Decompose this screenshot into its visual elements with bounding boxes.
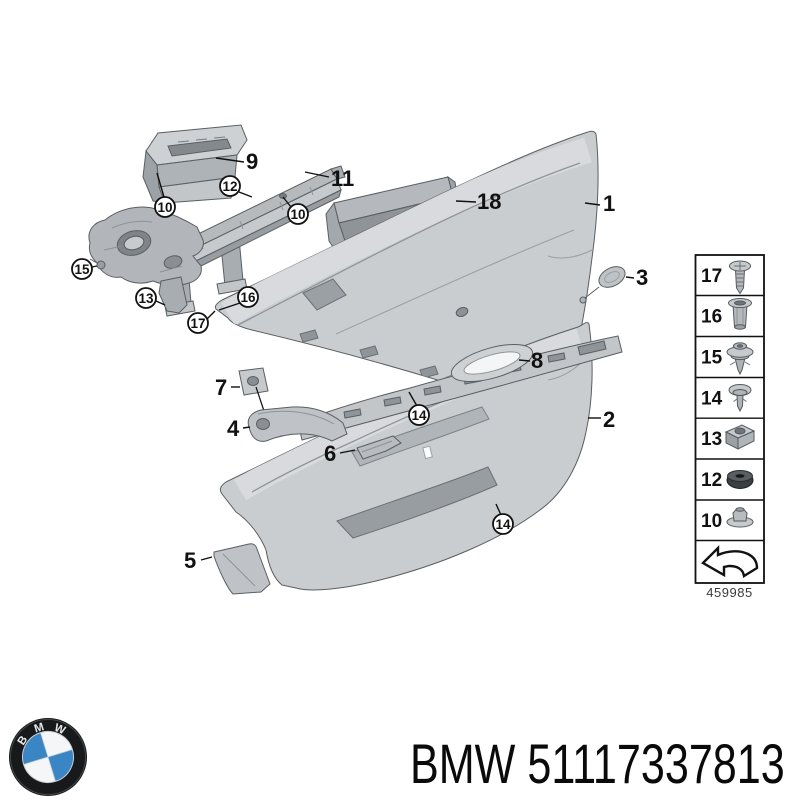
circled-callouts (71, 175, 514, 535)
part-5-corner-protector (213, 543, 271, 595)
logo-letter-w: W (52, 722, 67, 737)
screw-icon (729, 260, 751, 295)
part-1-bumper-panel (214, 130, 599, 416)
retainer-clip-icon (726, 342, 754, 376)
legend-label-10: 10 (701, 511, 722, 532)
callout-leader-lines (91, 157, 635, 561)
callout-8: 8 (531, 348, 543, 373)
plastic-nut-icon (726, 507, 754, 528)
direction-arrow-icon (701, 545, 759, 578)
cage-nut-icon (724, 424, 756, 450)
callout-16: 16 (240, 290, 256, 305)
callout-2: 2 (603, 407, 615, 432)
callout-3: 3 (636, 265, 648, 290)
legend-label-13: 13 (701, 429, 722, 450)
part-number-text: BMW 51117337813 (410, 732, 785, 795)
part-8-exhaust-trim (450, 344, 534, 382)
callout-15: 15 (74, 262, 90, 277)
callout-10a: 10 (157, 200, 172, 215)
bmw-logo: B M W (9, 718, 87, 796)
rubber-grommet-icon (726, 470, 754, 489)
part-9-guide-bracket (142, 124, 248, 204)
legend-label-14: 14 (701, 389, 723, 410)
callout-17: 17 (190, 316, 205, 331)
callout-12: 12 (222, 179, 237, 194)
callout-7: 7 (215, 375, 227, 400)
legend-label-12: 12 (701, 470, 722, 491)
callout-14a: 14 (411, 408, 427, 423)
callout-18: 18 (477, 189, 501, 214)
part-4-corner-trim (247, 406, 348, 442)
legend-label-16: 16 (701, 307, 722, 328)
callout-4: 4 (227, 416, 240, 441)
callout-1: 1 (603, 191, 615, 216)
legend-label-15: 15 (701, 348, 723, 369)
circled-callout-numbers: 12 10 10 15 13 16 17 14 14 (74, 179, 511, 532)
part-7-mounting-plate (238, 367, 269, 415)
part-6-reflector-strip (356, 435, 402, 460)
diagram-number: 459985 (706, 585, 752, 600)
callout-14b: 14 (495, 517, 511, 532)
logo-letter-m: M (33, 721, 46, 735)
fastener-legend-table: 17 16 15 14 13 12 10 (694, 254, 765, 600)
callout-10b: 10 (290, 207, 305, 222)
part-3-tow-cover (579, 266, 626, 304)
callout-5: 5 (184, 548, 196, 573)
callout-11: 11 (331, 166, 354, 191)
callout-6: 6 (324, 441, 336, 466)
push-rivet-icon (728, 384, 752, 413)
legend-label-17: 17 (701, 266, 722, 287)
expansion-nut-icon (728, 298, 752, 330)
callout-9: 9 (246, 149, 258, 174)
part-carrier-bracket (88, 206, 204, 314)
plain-callouts: 9 11 18 1 3 8 7 4 6 5 2 (184, 149, 648, 573)
callout-13: 13 (138, 291, 154, 306)
